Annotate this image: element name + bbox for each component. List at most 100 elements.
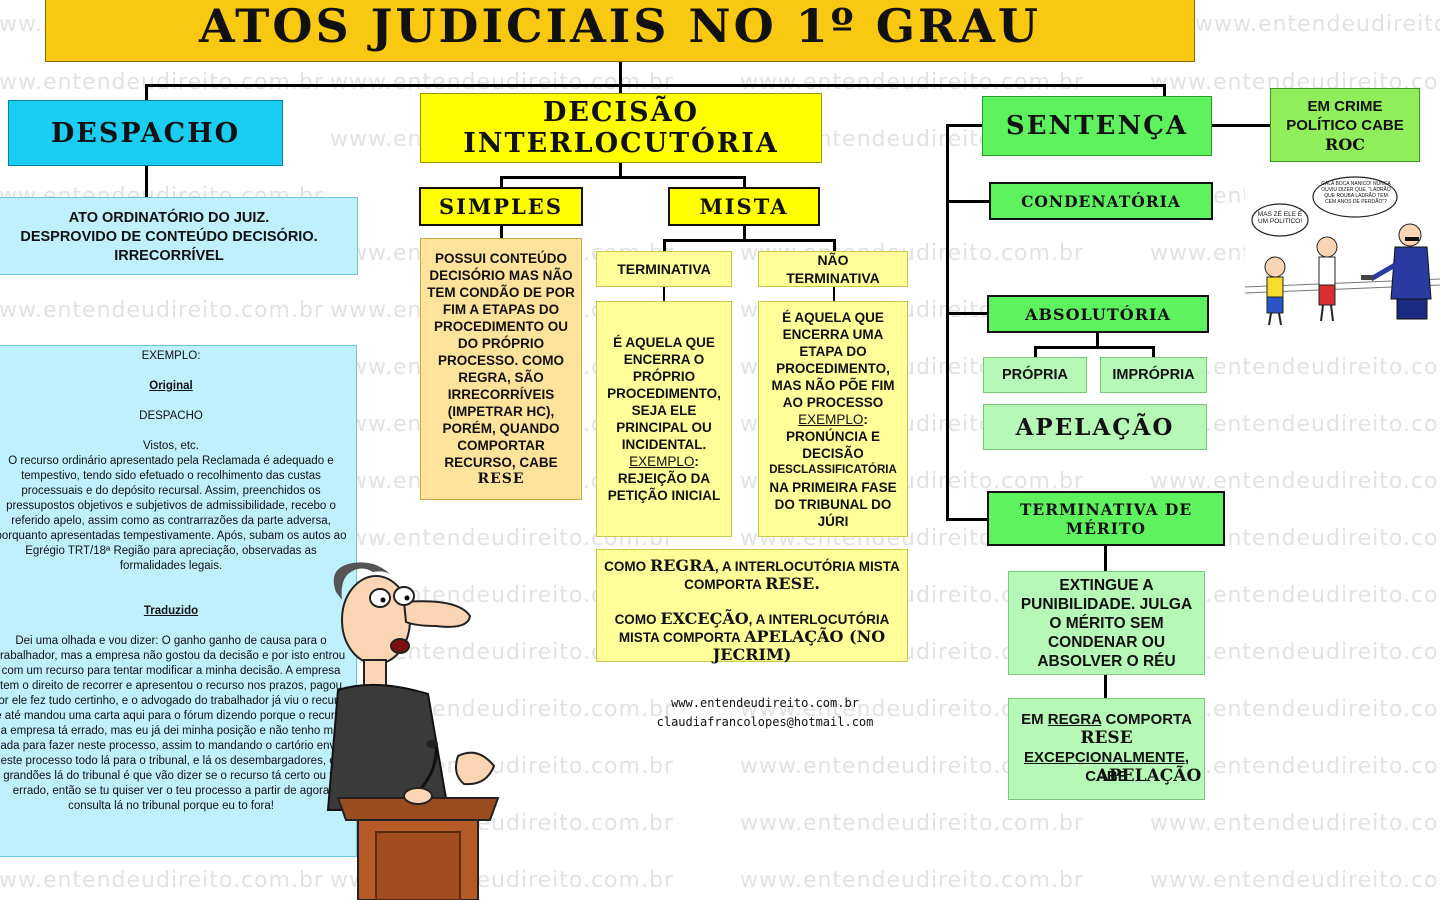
rule-excecao: EXCEÇÃO bbox=[660, 609, 749, 628]
connector bbox=[145, 84, 1165, 87]
crime-politico-box: EM CRIME POLÍTICO CABE ROC bbox=[1270, 88, 1420, 162]
example-label: EXEMPLO: bbox=[141, 350, 201, 362]
watermark: www.entendeudireito.com.br bbox=[740, 868, 1084, 893]
connector bbox=[619, 163, 622, 177]
judge-cartoon bbox=[326, 562, 500, 900]
despacho-desc-line: IRRECORRÍVEL bbox=[114, 248, 224, 264]
rule-text: , A INTERLOCUTÓRIA MISTA COMPORTA bbox=[618, 612, 890, 645]
rule-text: EM bbox=[1021, 711, 1044, 728]
nao-terminativa-example: NA PRIMEIRA FASE DO TRIBUNAL DO JÚRI bbox=[769, 479, 897, 529]
simples-title: SIMPLES bbox=[419, 187, 583, 226]
connector bbox=[1034, 346, 1037, 357]
nao-terminativa-example: PRONÚNCIA E DECISÃO bbox=[785, 428, 880, 461]
connector bbox=[743, 176, 746, 188]
nao-terminativa-title: NÃO TERMINATIVA bbox=[758, 251, 908, 287]
connector bbox=[663, 287, 665, 301]
extingue-punibilidade: EXTINGUE A PUNIBILIDADE. JULGA O MÉRITO … bbox=[1008, 571, 1205, 675]
rule-text: , CABE bbox=[1085, 749, 1190, 785]
rule-text: COMO bbox=[604, 559, 647, 574]
watermark: www.entendeudireito.com.br bbox=[1150, 868, 1440, 893]
page-title: ATOS JUDICIAIS NO 1º GRAU bbox=[45, 0, 1195, 62]
connector bbox=[946, 124, 949, 520]
connector bbox=[1212, 124, 1270, 127]
nao-terminativa-line: NÃO bbox=[817, 252, 849, 268]
credits: www.entendeudireito.com.br claudiafranco… bbox=[620, 694, 910, 732]
political-cartoon: MAS ZÉ ELE É UM POLITICO! CALA BOCA NANI… bbox=[1245, 175, 1440, 333]
terminativa-merito-line: MÉRITO bbox=[1065, 518, 1147, 538]
rule-rese: RESE. bbox=[765, 574, 820, 593]
propria: PRÓPRIA bbox=[983, 357, 1087, 393]
mista-rule: COMO REGRA, A INTERLOCUTÓRIA MISTA COMPO… bbox=[596, 549, 908, 664]
mista-title: MISTA bbox=[668, 187, 820, 226]
despacho-desc-line: DESPROVIDO DE CONTEÚDO DECISÓRIO. bbox=[20, 229, 318, 245]
sentenca-rule: EM REGRA COMPORTA RESE EXCEPCIONALMENTE,… bbox=[1008, 698, 1205, 800]
rule-regra: REGRA bbox=[1047, 711, 1102, 728]
watermark: www.entendeudireito.com.br bbox=[0, 70, 324, 95]
original-greeting: Vistos, etc. bbox=[142, 440, 200, 452]
connector bbox=[663, 239, 666, 251]
crime-politico-line: EM CRIME bbox=[1307, 97, 1383, 115]
despacho-example: EXEMPLO: Original DESPACHO Vistos, etc. … bbox=[0, 345, 357, 857]
watermark: www.entendeudireito.com.br bbox=[740, 811, 1084, 836]
terminativa-text: É AQUELA QUE ENCERRA O PRÓPRIO PROCEDIME… bbox=[607, 335, 721, 452]
despacho-title: DESPACHO bbox=[8, 100, 283, 166]
translated-text: Dei uma olhada e vou dizer: O ganho ganh… bbox=[0, 635, 351, 812]
connector bbox=[1104, 546, 1107, 572]
translated-label: Traduzido bbox=[143, 605, 199, 617]
interlocutoria-title-line: INTERLOCUTÓRIA bbox=[463, 128, 779, 159]
rule-text: COMPORTA bbox=[1105, 711, 1192, 728]
watermark: www.entendeudireito.com.br bbox=[1150, 811, 1440, 836]
connector bbox=[145, 165, 148, 199]
simples-description: POSSUI CONTEÚDO DECISÓRIO MAS NÃO TEM CO… bbox=[420, 238, 582, 500]
connector bbox=[833, 239, 836, 251]
impropria: IMPRÓPRIA bbox=[1100, 357, 1207, 393]
rule-excepcional: EXCEPCIONALMENTE bbox=[1023, 749, 1185, 766]
despacho-description: ATO ORDINATÓRIO DO JUIZ. DESPROVIDO DE C… bbox=[0, 197, 358, 275]
connector bbox=[663, 239, 835, 242]
watermark: www.entendeudireito.com.br bbox=[1195, 12, 1440, 37]
cartoon-bubble: CALA BOCA NANICO! NUNCA OUVIU DIZER QUE,… bbox=[1321, 181, 1391, 205]
interlocutoria-title-line: DECISÃO bbox=[542, 97, 700, 128]
condenatoria: CONDENATÓRIA bbox=[989, 182, 1213, 220]
rule-rese: RESE bbox=[1080, 728, 1133, 748]
terminativa-merito-line: TERMINATIVA DE bbox=[1019, 499, 1193, 519]
apelacao: APELAÇÃO bbox=[983, 404, 1207, 450]
connector bbox=[1152, 346, 1155, 357]
original-label: Original bbox=[149, 380, 193, 392]
simples-text: POSSUI CONTEÚDO DECISÓRIO MAS NÃO TEM CO… bbox=[427, 251, 575, 470]
absolutoria: ABSOLUTÓRIA bbox=[987, 295, 1209, 333]
rule-apelacao: APELAÇÃO (NO JECRIM) bbox=[712, 627, 886, 664]
connector bbox=[619, 62, 622, 86]
terminativa-title: TERMINATIVA bbox=[596, 251, 732, 287]
connector bbox=[1104, 674, 1107, 698]
connector bbox=[1034, 346, 1155, 349]
credits-site: www.entendeudireito.com.br bbox=[671, 696, 859, 710]
connector bbox=[833, 287, 835, 301]
original-heading: DESPACHO bbox=[139, 410, 203, 422]
rule-apelacao: APELAÇÃO bbox=[1095, 766, 1202, 786]
connector bbox=[500, 226, 503, 238]
crime-politico-roc: ROC bbox=[1325, 134, 1365, 154]
sentenca-title: SENTENÇA bbox=[982, 96, 1212, 156]
connector bbox=[946, 200, 989, 203]
original-text: O recurso ordinário apresentado pela Rec… bbox=[0, 455, 347, 572]
terminativa-description: É AQUELA QUE ENCERRA O PRÓPRIO PROCEDIME… bbox=[596, 301, 732, 537]
credits-email: claudiafrancolopes@hotmail.com bbox=[656, 715, 874, 729]
watermark: www.entendeudireito.com.br bbox=[740, 70, 1084, 95]
nao-terminativa-text: É AQUELA QUE ENCERRA UMA ETAPA DO PROCED… bbox=[771, 309, 895, 410]
crime-politico-line: POLÍTICO CABE bbox=[1286, 116, 1404, 134]
connector bbox=[946, 312, 987, 315]
watermark: www.entendeudireito.com.br bbox=[0, 868, 324, 893]
watermark: www.entendeudireito.com.br bbox=[0, 298, 324, 323]
rule-text: , A INTERLOCUTÓRIA MISTA COMPORTA bbox=[684, 559, 900, 592]
rule-text: COMO bbox=[614, 612, 657, 627]
connector bbox=[946, 518, 987, 521]
cartoon-bubble: MAS ZÉ ELE É UM POLITICO! bbox=[1257, 211, 1303, 225]
connector bbox=[1096, 333, 1099, 347]
simples-rese: RESE bbox=[477, 471, 525, 487]
example-label: EXEMPLO bbox=[798, 411, 864, 427]
connector bbox=[1163, 84, 1166, 96]
terminativa-example: REJEIÇÃO DA PETIÇÃO INICIAL bbox=[607, 471, 721, 503]
rule-regra: REGRA bbox=[649, 556, 715, 575]
